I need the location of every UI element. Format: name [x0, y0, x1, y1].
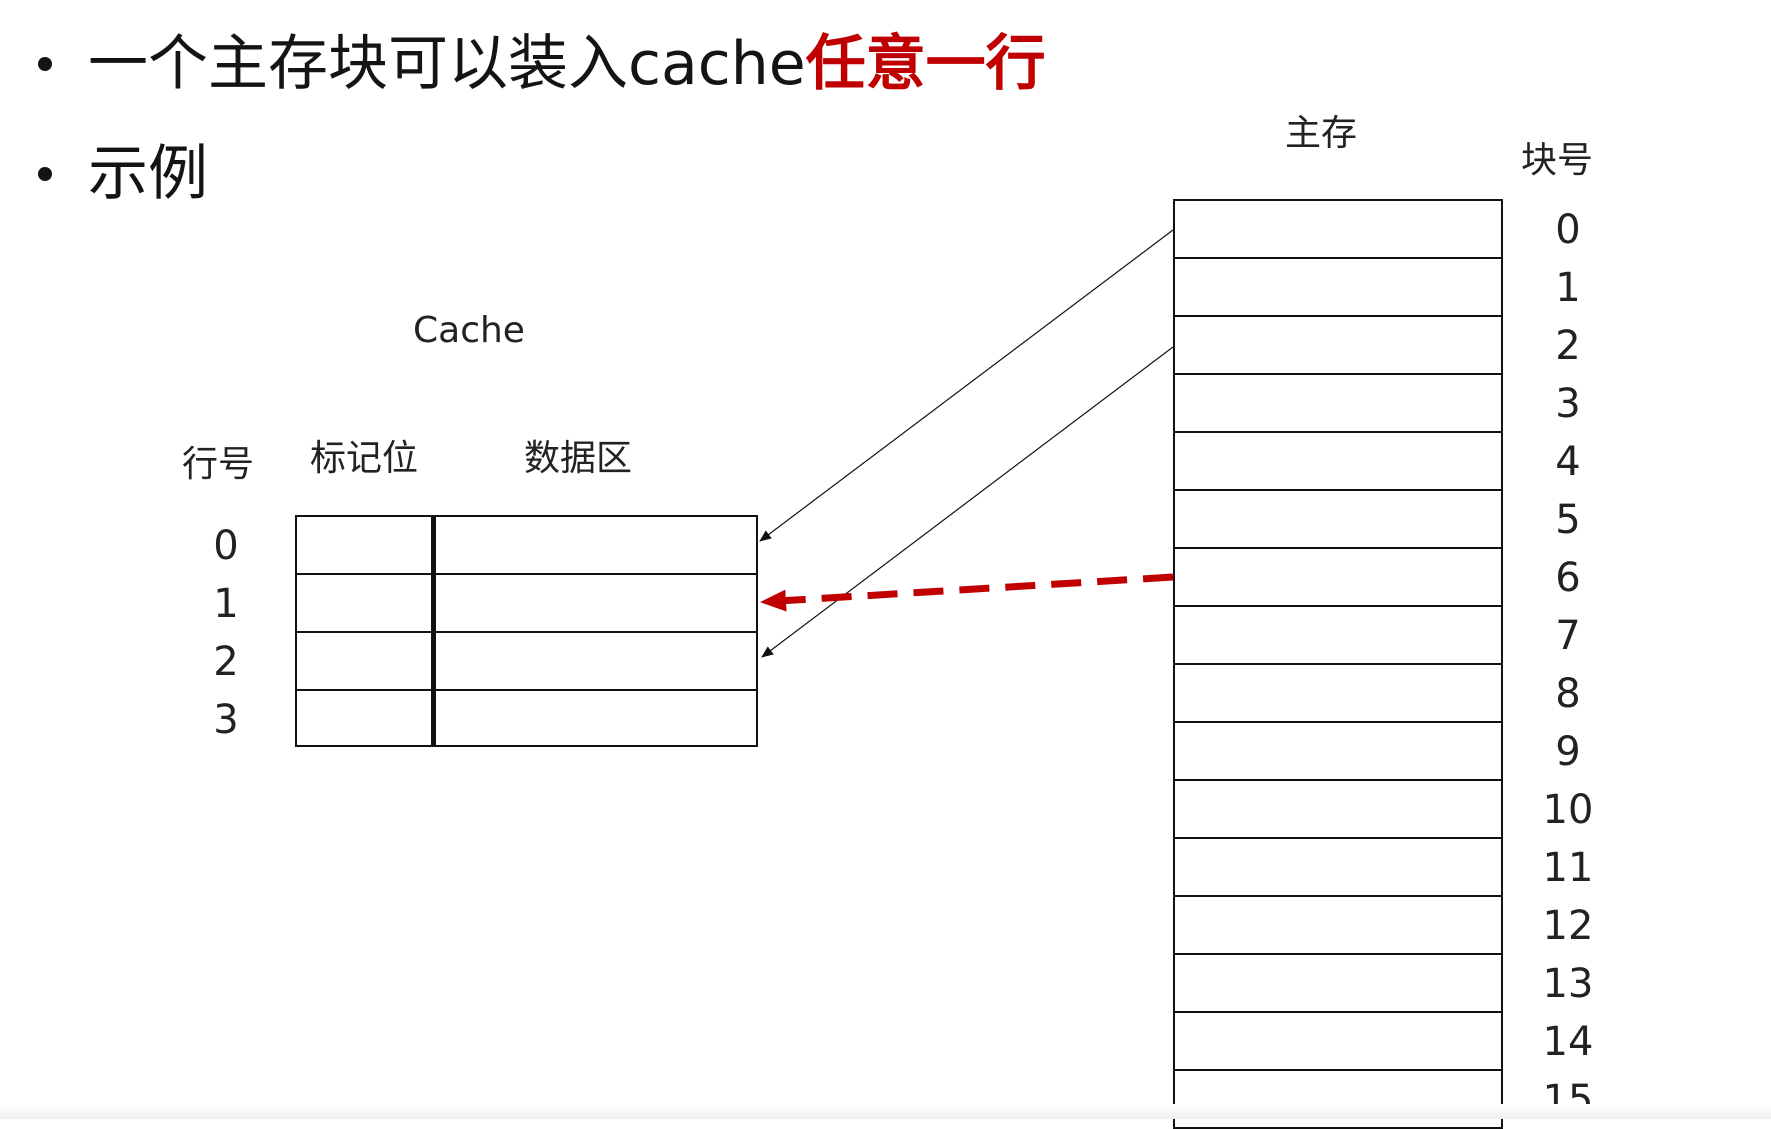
- bullet-text: 示例: [88, 139, 208, 209]
- tag-data-divider: [431, 517, 436, 745]
- memory-block-number: 13: [1542, 961, 1594, 1007]
- memory-block-number: 9: [1555, 729, 1581, 775]
- cache-line-0: [297, 517, 756, 575]
- bullet-accent-text: 任意一行: [805, 29, 1046, 99]
- memory-block-number: 4: [1555, 439, 1581, 485]
- tag-header: 标记位: [310, 438, 419, 479]
- memory-block-11: [1175, 839, 1501, 897]
- cache-title: Cache: [413, 310, 525, 351]
- memory-block-10: [1175, 781, 1501, 839]
- memory-block-5: [1175, 491, 1501, 549]
- block-number-header: 块号: [1521, 140, 1594, 181]
- cache-row-number: 0: [213, 523, 239, 569]
- memory-block-8: [1175, 665, 1501, 723]
- memory-block-number: 11: [1542, 845, 1594, 891]
- memory-block-number: 1: [1555, 265, 1581, 311]
- memory-block-6: [1175, 549, 1501, 607]
- memory-block-number: 8: [1555, 671, 1581, 717]
- cache-line-2: [297, 633, 756, 691]
- cache-row-number: 3: [213, 697, 239, 743]
- bottom-edge: [0, 1104, 1771, 1119]
- memory-block-number: 6: [1555, 555, 1581, 601]
- memory-block-3: [1175, 375, 1501, 433]
- memory-block-number: 14: [1542, 1019, 1594, 1065]
- bullet-dot: [38, 57, 52, 71]
- cache-row-number: 1: [213, 581, 239, 627]
- memory-block-4: [1175, 433, 1501, 491]
- cache-table: [295, 515, 758, 747]
- memory-block-number: 7: [1555, 613, 1581, 659]
- data-header: 数据区: [524, 438, 633, 479]
- memory-block-number: 0: [1555, 207, 1581, 253]
- memory-block-number: 10: [1542, 787, 1594, 833]
- memory-block-9: [1175, 723, 1501, 781]
- memory-block-1: [1175, 259, 1501, 317]
- arrow-block6-to-line1: [760, 573, 1174, 612]
- memory-title: 主存: [1285, 113, 1358, 154]
- memory-block-number: 2: [1555, 323, 1581, 369]
- memory-block-number: 5: [1555, 497, 1581, 543]
- cache-line-1: [297, 575, 756, 633]
- memory-block-7: [1175, 607, 1501, 665]
- bullet-dot: [38, 167, 52, 181]
- memory-block-14: [1175, 1013, 1501, 1071]
- memory-block-number: 12: [1542, 903, 1594, 949]
- bullet-example: 示例: [38, 138, 208, 210]
- bullet-text: 一个主存块可以装入cache: [88, 29, 806, 99]
- cache-row-number: 2: [213, 639, 239, 685]
- memory-block-2: [1175, 317, 1501, 375]
- memory-block-13: [1175, 955, 1501, 1013]
- memory-block-number: 3: [1555, 381, 1581, 427]
- row-number-header: 行号: [182, 444, 255, 485]
- arrow-block2-to-line2: [761, 346, 1174, 658]
- arrow-block0-to-line0: [759, 229, 1174, 542]
- main-memory-table: [1173, 199, 1503, 1129]
- memory-block-0: [1175, 201, 1501, 259]
- memory-block-12: [1175, 897, 1501, 955]
